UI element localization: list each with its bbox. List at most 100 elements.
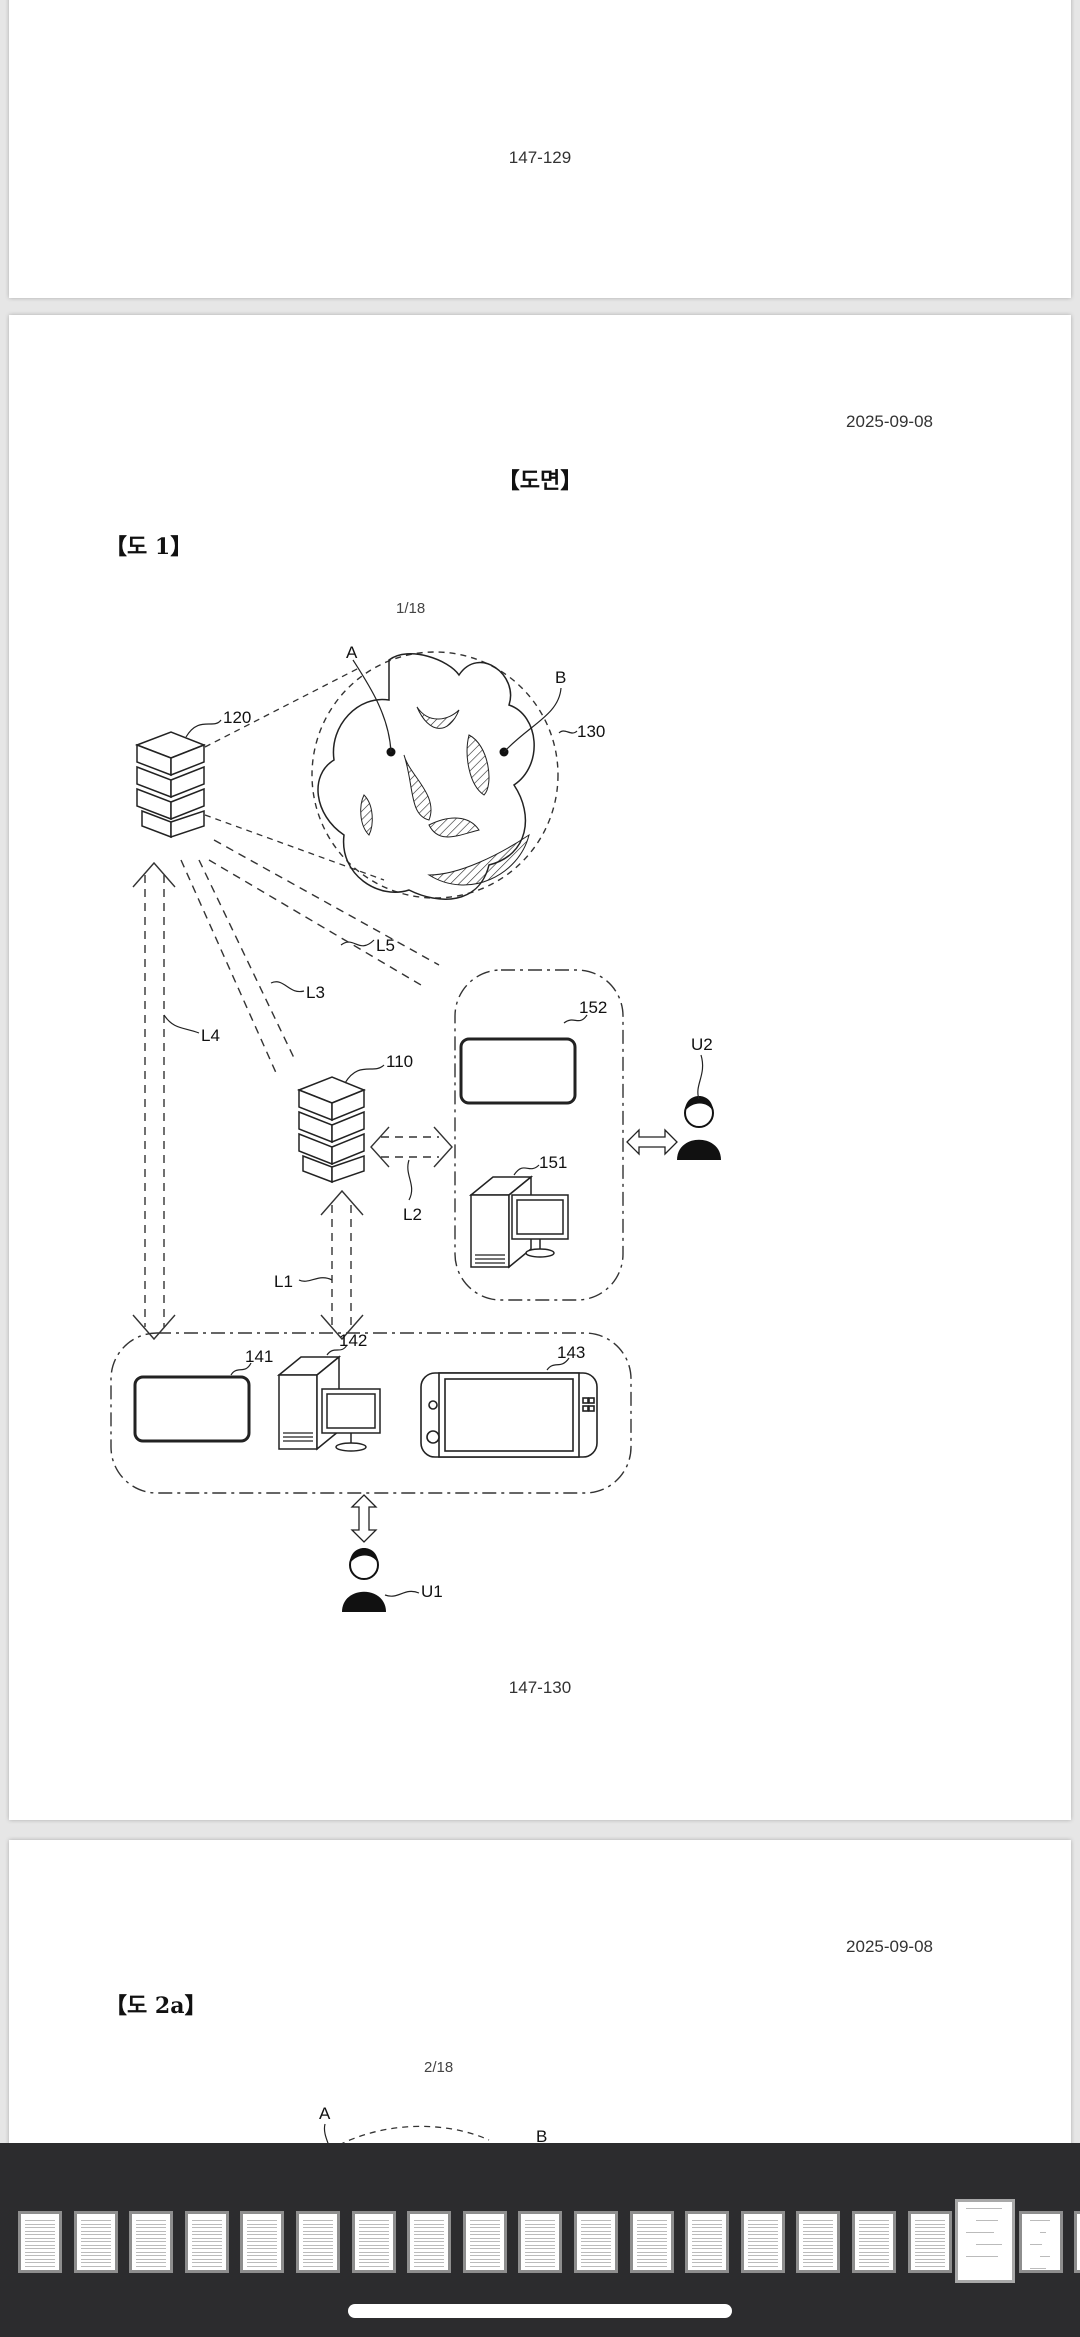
label-l4: L4	[201, 1026, 220, 1045]
thumbnail-content-line	[525, 2244, 556, 2246]
page-thumbnail[interactable]	[518, 2211, 563, 2273]
thumbnail-content-line	[414, 2251, 445, 2253]
thumbnail-content-line	[636, 2255, 667, 2256]
thumbnail-content-line	[692, 2244, 723, 2246]
home-indicator[interactable]	[348, 2304, 732, 2318]
thumbnail-content-line	[191, 2248, 222, 2249]
thumbnail-content-line	[191, 2265, 222, 2267]
link-l4	[144, 875, 165, 1327]
page-thumbnail[interactable]	[18, 2211, 62, 2273]
zoom-region-130	[311, 651, 559, 899]
label-l3: L3	[306, 983, 325, 1002]
thumbnail-content-line	[136, 2234, 167, 2235]
label-l1: L1	[274, 1272, 293, 1291]
thumbnail-content-line	[303, 2244, 333, 2246]
link-l5	[208, 839, 440, 986]
thumbnail-content-line	[692, 2223, 723, 2225]
user-u2-icon	[677, 1096, 721, 1160]
thumbnail-content-line	[803, 2227, 834, 2228]
thumbnail-content-line	[136, 2227, 167, 2228]
thumbnail-content-line	[303, 2227, 333, 2228]
thumbnail-content-line	[358, 2237, 389, 2239]
thumbnail-content-line	[414, 2265, 445, 2267]
page-thumbnail[interactable]	[351, 2211, 396, 2273]
thumbnail-content-line	[581, 2262, 611, 2263]
thumbnail-content-line	[414, 2241, 445, 2242]
thumbnail-content-line	[859, 2265, 889, 2267]
page-thumbnail[interactable]	[796, 2211, 841, 2273]
thumbnail-content-line	[80, 2227, 111, 2228]
thumbnail-content-line	[914, 2244, 945, 2246]
thumbnail-content-line	[636, 2220, 667, 2221]
thumbnail-content-line	[692, 2262, 723, 2263]
thumbnail-content-line	[469, 2223, 500, 2225]
thumbnail-content-line	[747, 2237, 778, 2239]
page-thumbnail-strip[interactable]	[18, 2199, 1080, 2283]
thumbnail-content-line	[914, 2223, 945, 2225]
thumbnail-content-line	[525, 2220, 556, 2221]
thumbnail-content-line	[859, 2223, 889, 2225]
thumbnail-content-line	[525, 2262, 556, 2263]
page-thumbnail[interactable]	[184, 2211, 229, 2273]
server-120-icon	[134, 731, 207, 839]
thumbnail-content-line	[303, 2265, 333, 2267]
page-thumbnail[interactable]	[462, 2211, 507, 2273]
thumbnail-content-line	[80, 2234, 111, 2235]
thumbnail-content-line	[914, 2241, 945, 2242]
thumbnail-content-line	[303, 2258, 333, 2260]
page-thumbnail[interactable]	[629, 2211, 674, 2273]
thumbnail-content-line	[191, 2227, 222, 2228]
game-console-143-icon	[420, 1372, 598, 1458]
label-151: 151	[539, 1153, 567, 1172]
page-thumbnail[interactable]	[685, 2211, 730, 2273]
thumbnail-content-line	[803, 2255, 834, 2256]
thumbnail-content-line	[859, 2255, 889, 2256]
thumbnail-content-line	[914, 2237, 945, 2239]
thumbnail-content-line	[247, 2230, 278, 2232]
thumbnail-content-line	[80, 2230, 111, 2232]
label-110: 110	[386, 1052, 413, 1071]
thumbnail-content-line	[136, 2251, 167, 2253]
thumbnail-content-line	[636, 2241, 667, 2242]
thumbnail-content-line	[247, 2258, 278, 2260]
page-thumbnail[interactable]	[240, 2211, 285, 2273]
page-thumbnail[interactable]	[407, 2211, 452, 2273]
document-viewer[interactable]: 147-129 2025-09-08 【도면】 【도 1】 1/18	[0, 0, 1080, 2143]
thumbnail-content-line	[303, 2237, 333, 2239]
page-thumbnail[interactable]	[296, 2211, 340, 2273]
thumbnail-content-line	[914, 2220, 945, 2221]
thumbnail-content-line	[747, 2234, 778, 2235]
thumbnail-content-line	[80, 2258, 111, 2260]
thumbnail-content-line	[191, 2255, 222, 2256]
page-thumbnail[interactable]	[1018, 2211, 1063, 2273]
label-u2: U2	[691, 1035, 713, 1054]
page-thumbnail-active[interactable]	[955, 2199, 1016, 2283]
thumbnail-content-line	[692, 2230, 723, 2232]
page-thumbnail[interactable]	[907, 2211, 952, 2273]
page-thumbnail[interactable]	[574, 2211, 618, 2273]
page-thumbnail[interactable]	[1074, 2211, 1080, 2273]
thumbnail-content-line	[692, 2258, 723, 2260]
thumbnail-content-line	[636, 2234, 667, 2235]
thumbnail-content-line	[581, 2265, 611, 2267]
thumbnail-content-line	[247, 2220, 278, 2221]
thumbnail-content-line	[80, 2255, 111, 2256]
thumbnail-content-line	[303, 2220, 333, 2221]
thumbnail-content-line	[581, 2227, 611, 2228]
page-thumbnail[interactable]	[852, 2211, 896, 2273]
thumbnail-content-line	[247, 2237, 278, 2239]
page-date: 2025-09-08	[846, 412, 933, 431]
page-thumbnail[interactable]	[740, 2211, 785, 2273]
thumbnail-content-line	[803, 2234, 834, 2235]
thumbnail-content-line	[581, 2248, 611, 2249]
thumbnail-content-line	[803, 2265, 834, 2267]
thumbnail-content-line	[303, 2234, 333, 2235]
thumbnail-content-line	[525, 2251, 556, 2253]
thumbnail-content-line	[1039, 2232, 1046, 2233]
page-thumbnail[interactable]	[129, 2211, 174, 2273]
page-thumbnail[interactable]	[73, 2211, 118, 2273]
link-l3	[180, 859, 296, 1076]
thumbnail-content-line	[581, 2244, 611, 2246]
thumbnail-content-line	[469, 2227, 500, 2228]
thumbnail-content-line	[581, 2251, 611, 2253]
